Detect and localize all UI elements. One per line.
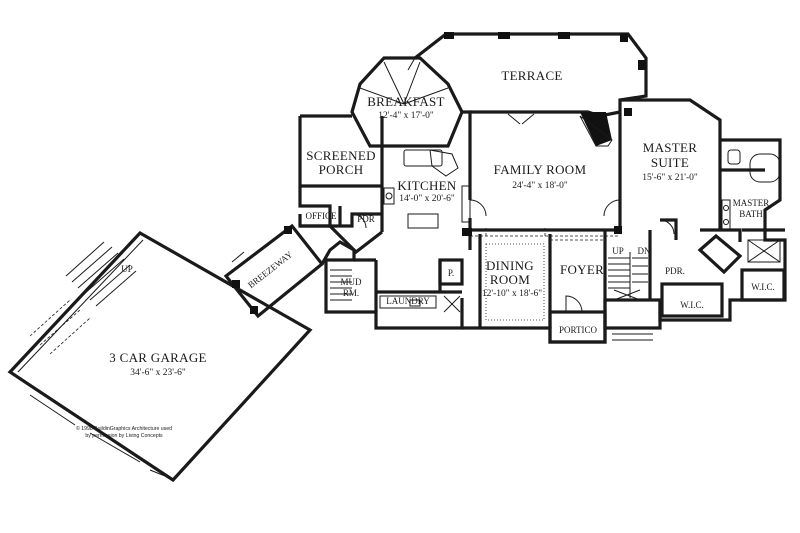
pdr-right-label: PDR. — [665, 266, 685, 276]
garage-label: 3 CAR GARAGE — [109, 350, 207, 365]
copyright-line2: by permission by Living Concepts — [85, 433, 163, 439]
office-label: OFFICE — [305, 211, 337, 221]
family-room-label: FAMILY ROOM — [494, 162, 587, 177]
foyer-stair-up-label: UP — [612, 246, 624, 256]
dining-room-label-line2: ROOM — [490, 272, 530, 287]
breakfast-label: BREAKFAST — [367, 94, 445, 109]
kitchen-size: 14'-0" x 20'-6" — [399, 194, 455, 204]
master-suite-label-line1: MASTER — [643, 140, 698, 155]
screened-porch-label-line2: PORCH — [319, 162, 364, 177]
kitchen-label: KITCHEN — [397, 178, 456, 193]
screened-porch-label-line1: SCREENED — [306, 148, 376, 163]
foyer-stair-down-label: DN — [638, 246, 651, 256]
garage-size: 34'-6" x 23'-6" — [130, 368, 186, 378]
mud-room-label-line1: MUD — [340, 277, 362, 287]
foyer-label: FOYER — [560, 262, 604, 277]
master-bath-label-line1: MASTER — [733, 198, 770, 208]
terrace-label: TERRACE — [501, 68, 562, 83]
wic-right-label: W.I.C. — [751, 282, 774, 292]
interior-walls — [300, 112, 786, 344]
family-room-size: 24'-4" x 18'-0" — [512, 181, 568, 191]
mud-room-label-line2: RM. — [343, 288, 359, 298]
dining-room-label-line1: DINING — [486, 258, 534, 273]
laundry-label: LAUNDRY — [386, 296, 430, 306]
pantry-label: P. — [448, 268, 454, 278]
breakfast-size: 12'-4" x 17'-0" — [378, 111, 434, 121]
pdr-left-label: PDR — [357, 214, 375, 224]
copyright-line1: © 1998 BuildinGraphics Architecture used — [76, 425, 172, 432]
master-suite-label-line2: SUITE — [651, 155, 689, 170]
wic-left-label: W.I.C. — [680, 300, 703, 310]
portico-label: PORTICO — [559, 325, 597, 335]
master-suite-size: 15'-6" x 21'-0" — [642, 173, 698, 183]
garage-walls — [7, 230, 313, 483]
garage-stair-up-label: UP — [121, 264, 133, 274]
master-bath-label-line2: BATH — [739, 209, 763, 219]
fixtures — [330, 108, 781, 321]
dining-room-size: 12'-10" x 18'-6" — [482, 289, 542, 299]
